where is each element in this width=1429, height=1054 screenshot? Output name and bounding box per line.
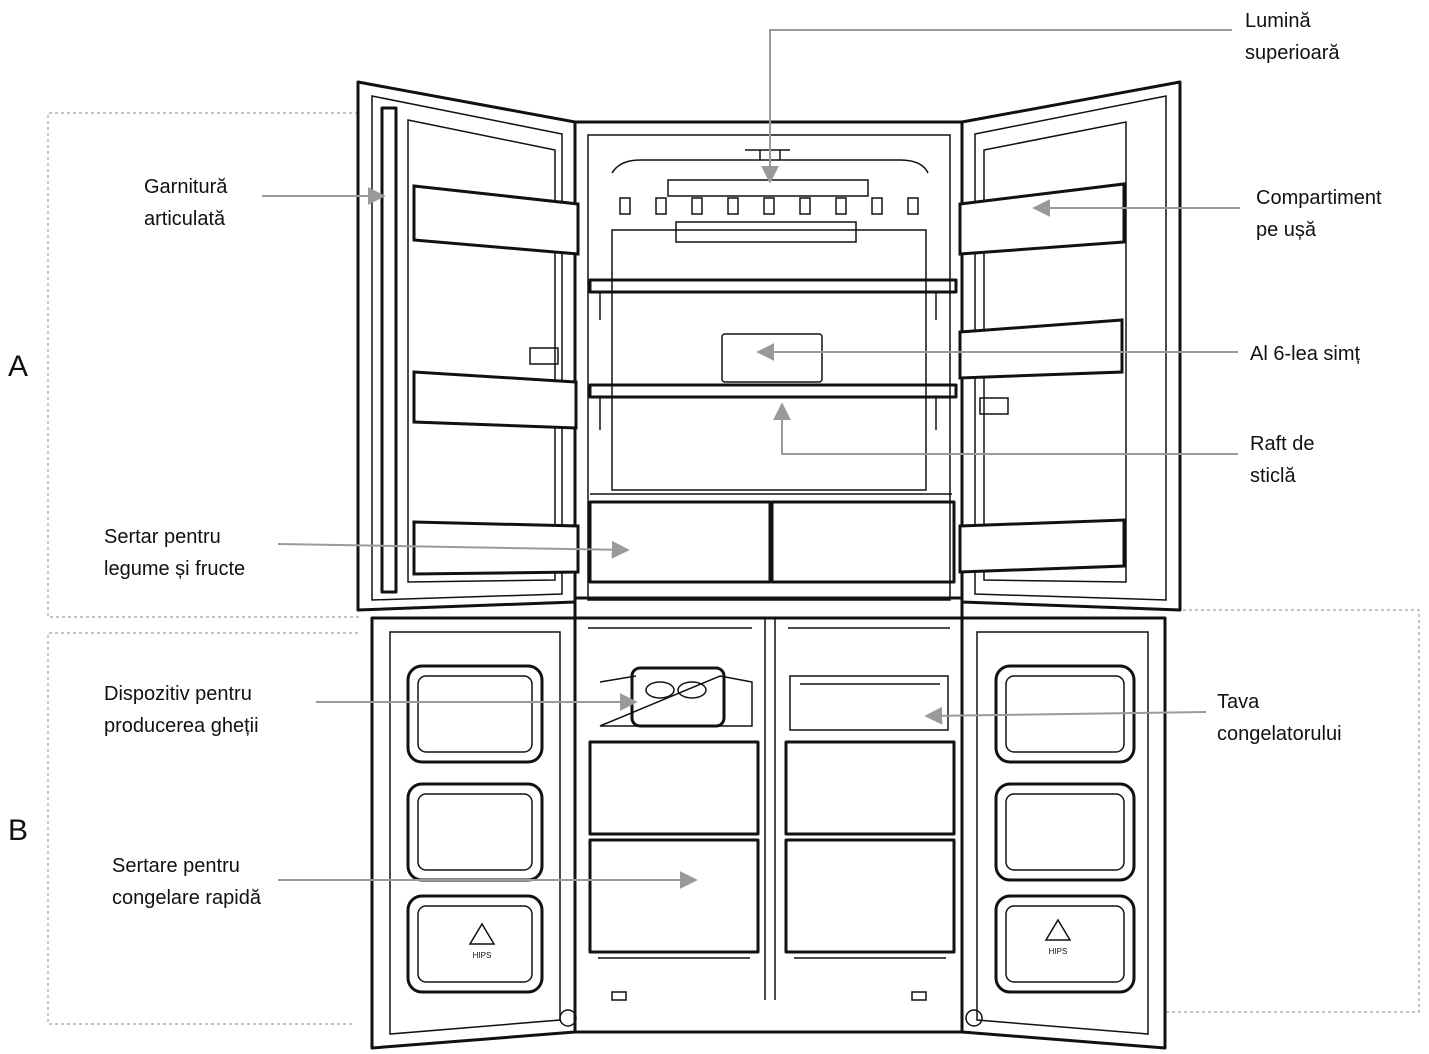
- pointer-glass-shelf: [773, 402, 1238, 455]
- section-b-letter: B: [8, 814, 28, 847]
- label-freezer-tray: Tava congelatorului: [1217, 691, 1342, 745]
- section-b-frame: [47, 632, 358, 1025]
- label-sixth-sense: Al 6-lea simț: [1250, 343, 1360, 365]
- label-crisper: Sertar pentru legume și fructe: [104, 526, 245, 580]
- pointer-freezer-tray: [924, 706, 1207, 725]
- label-top-light: Lumină superioară: [1245, 10, 1340, 64]
- left-lower-door: HIPS: [370, 616, 577, 1050]
- recycle-mark-right: HIPS: [1049, 947, 1068, 956]
- label-door-bin: Compartiment pe ușă: [1256, 187, 1387, 241]
- right-lower-door: HIPS: [960, 616, 1167, 1050]
- label-hinged-gasket: Garnitură articulată: [144, 176, 233, 230]
- section-b-right-frame: [1165, 609, 1420, 1013]
- label-glass-shelf: Raft de sticlă: [1250, 433, 1320, 487]
- section-a-letter: A: [8, 350, 28, 383]
- pointer-crisper: [277, 540, 630, 559]
- pointer-top-light: [761, 29, 1232, 184]
- label-ice-maker: Dispozitiv pentru producerea gheții: [104, 683, 259, 737]
- label-quick-freeze: Sertare pentru congelare rapidă: [112, 855, 262, 909]
- right-upper-door: [958, 80, 1182, 612]
- left-upper-door: [356, 80, 580, 612]
- recycle-mark-left: HIPS: [473, 951, 492, 960]
- fridge-cabinet: [559, 120, 983, 1034]
